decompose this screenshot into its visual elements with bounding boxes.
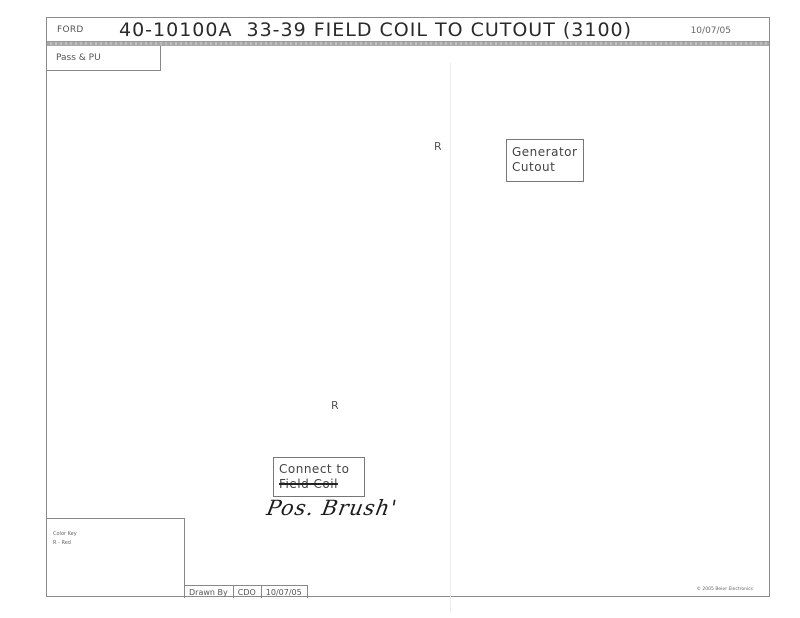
title-block: FORD 40-10100A 33-39 FIELD COIL TO CUTOUT… bbox=[47, 18, 769, 41]
color-key-entry: R - Red bbox=[53, 540, 71, 546]
color-key-box: Color Key R - Red bbox=[47, 518, 185, 598]
generator-cutout-label: Generator Cutout bbox=[506, 139, 584, 182]
drawn-by-label: Drawn By bbox=[185, 586, 234, 598]
header-date: 10/07/05 bbox=[690, 26, 731, 36]
copyright-notice: © 2005 Beier Electronics bbox=[696, 587, 754, 592]
wire-color-label-bottom: R bbox=[331, 399, 339, 412]
application-box: Pass & PU bbox=[47, 46, 161, 71]
drawn-by-initials: CDO bbox=[234, 586, 262, 598]
title-text: 33-39 FIELD COIL TO CUTOUT (3100) bbox=[246, 19, 633, 41]
color-key-title: Color Key bbox=[53, 531, 77, 537]
field-coil-label: Connect to Field Coil bbox=[273, 457, 365, 497]
part-number: 40-10100A bbox=[119, 19, 233, 41]
wire-color-label-top: R bbox=[434, 140, 442, 153]
drawn-by-block: Drawn By CDO 10/07/05 bbox=[185, 585, 308, 598]
label-line-struck: Field Coil bbox=[279, 477, 338, 491]
fold-line bbox=[450, 63, 451, 613]
label-line: Connect to bbox=[279, 462, 350, 476]
header-divider bbox=[47, 41, 769, 46]
handwritten-note: Pos. Brush' bbox=[264, 496, 400, 520]
drawn-date: 10/07/05 bbox=[265, 588, 302, 597]
label-line: Cutout bbox=[512, 160, 556, 174]
drawing-sheet: FORD 40-10100A 33-39 FIELD COIL TO CUTOUT… bbox=[46, 17, 770, 613]
drawing-title: 40-10100A 33-39 FIELD COIL TO CUTOUT (310… bbox=[119, 19, 632, 41]
label-line: Generator bbox=[512, 145, 578, 159]
vehicle-make: FORD bbox=[57, 25, 84, 35]
